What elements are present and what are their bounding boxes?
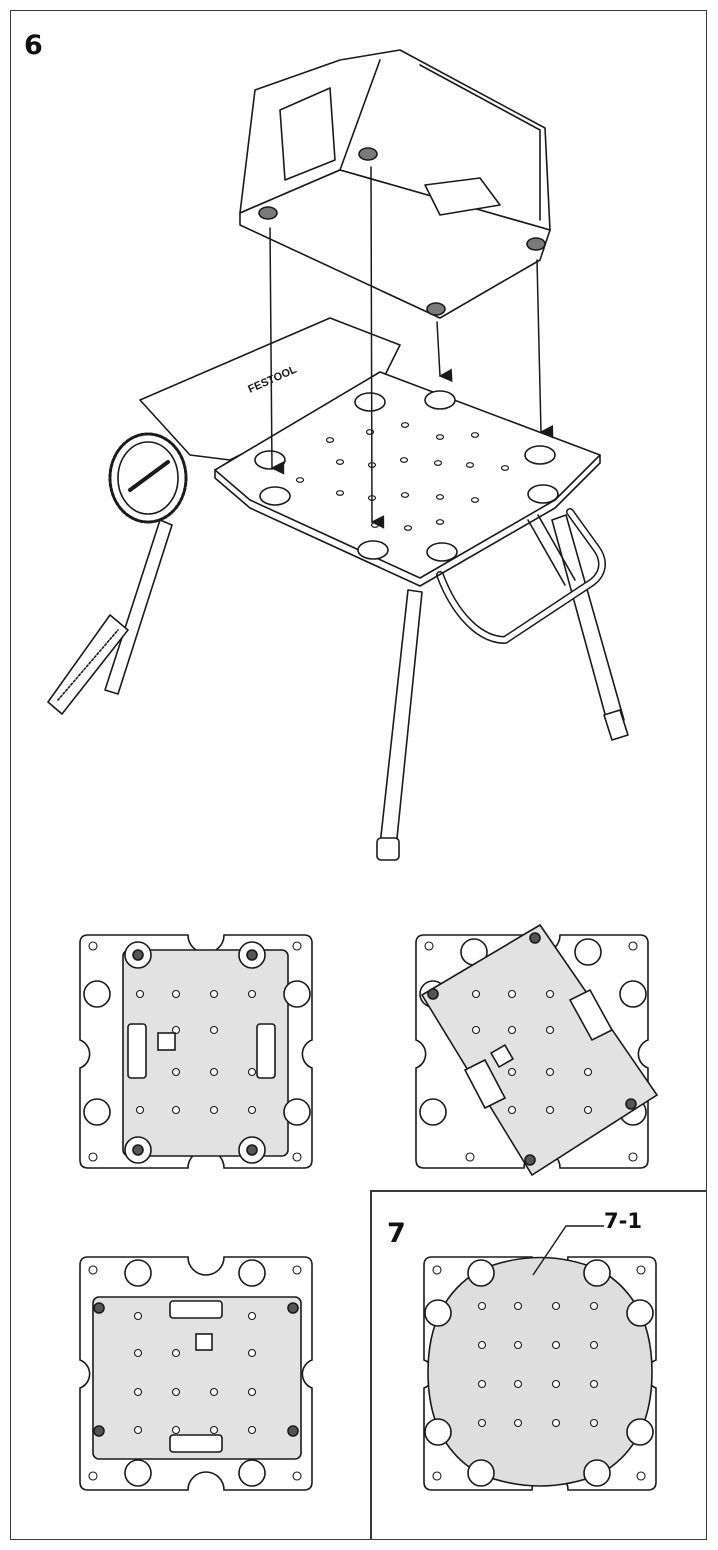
tool-body-exploded — [239, 49, 551, 319]
figure-7-disc-view — [423, 1225, 657, 1491]
side-lever-arm — [47, 519, 173, 715]
plan-feet — [132, 949, 258, 1156]
plan-grid-holes — [88, 941, 302, 1162]
plan-tool-base-turned — [92, 1296, 302, 1460]
plan-view-rotated — [415, 923, 659, 1177]
disc-edge-circles — [424, 1259, 654, 1487]
figure-7-panel-border-top — [370, 1190, 707, 1192]
adjustment-hand-wheel — [108, 432, 188, 524]
tool-base-mounting-feet — [258, 147, 546, 316]
mounting-alignment-arrows — [269, 166, 554, 529]
page-frame — [10, 10, 707, 1540]
disc-grid-holes — [432, 1265, 646, 1481]
top-plate-large-holes — [254, 390, 559, 562]
figure-6-exploded-view: FESTOOL — [47, 49, 629, 861]
figure-7-number: 7 — [387, 1218, 406, 1249]
figure-6-number: 6 — [24, 30, 43, 61]
figure-7-panel-border-left — [370, 1190, 372, 1540]
plan-corner-discs — [83, 941, 311, 1164]
plan-tool-base-rotated — [420, 923, 659, 1177]
plan-tool-base — [122, 949, 289, 1157]
plan-view-aligned — [79, 934, 313, 1169]
stand-legs — [376, 514, 629, 861]
plan-view-turned — [79, 1256, 313, 1491]
tool-base-plate — [239, 169, 551, 319]
callout-leader-line — [532, 1225, 604, 1276]
callout-label-7-1: 7-1 — [604, 1209, 642, 1233]
round-disc-7-1 — [427, 1256, 653, 1487]
